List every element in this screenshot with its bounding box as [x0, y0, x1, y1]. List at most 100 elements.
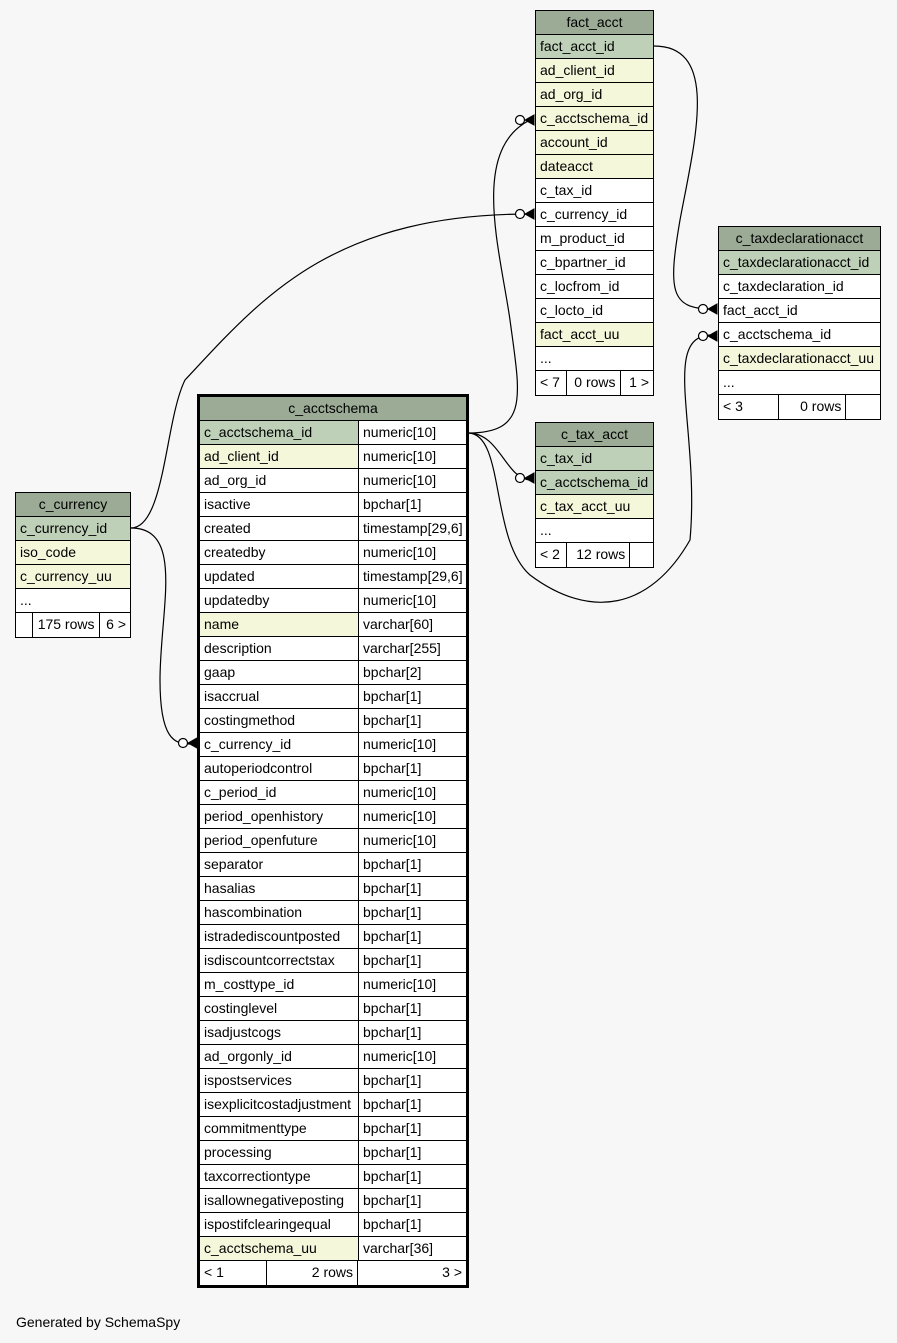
column-row[interactable]: m_product_id — [536, 227, 653, 251]
column-row[interactable]: c_locfrom_id — [536, 275, 653, 299]
parents-count[interactable] — [16, 613, 33, 637]
column-row[interactable]: c_taxdeclarationacct_id — [719, 251, 880, 275]
column-row[interactable]: c_acctschema_id — [719, 323, 880, 347]
column-row[interactable]: ad_org_id — [536, 83, 653, 107]
column-type: bpchar[1] — [358, 877, 466, 900]
column-name: separator — [200, 853, 358, 876]
children-count[interactable]: 1 > — [629, 374, 649, 390]
column-row[interactable]: account_id — [536, 131, 653, 155]
column-row[interactable]: fact_acct_id — [536, 35, 653, 59]
column-name: isexplicitcostadjustment — [200, 1093, 358, 1116]
column-name: c_acctschema_id — [540, 110, 649, 126]
table-title: c_currency — [16, 493, 130, 517]
column-row[interactable]: fact_acct_id — [719, 299, 880, 323]
parents-count[interactable]: < 1 — [200, 1261, 267, 1285]
children-count[interactable] — [630, 543, 653, 567]
column-row[interactable]: c_currency_id — [16, 517, 130, 541]
column-name: isallownegativeposting — [200, 1189, 358, 1212]
children-count[interactable]: 6 > — [106, 616, 127, 632]
column-row[interactable]: ... — [719, 371, 880, 395]
column-name: c_taxdeclarationacct_id — [723, 254, 870, 270]
column-type: timestamp[29,6] — [358, 517, 466, 540]
column-name: hasalias — [200, 877, 358, 900]
column-row[interactable]: c_currency_uu — [16, 565, 130, 589]
column-row[interactable]: c_taxdeclarationacct_uu — [719, 347, 880, 371]
column-row[interactable]: c_bpartner_id — [536, 251, 653, 275]
column-row[interactable]: c_tax_id — [536, 179, 653, 203]
column-row[interactable]: iso_code — [16, 541, 130, 565]
column-name: c_currency_id — [540, 206, 628, 222]
column-type: bpchar[1] — [358, 997, 466, 1020]
column-row[interactable]: c_tax_id — [536, 447, 653, 471]
children-count[interactable] — [846, 395, 880, 419]
column-row[interactable]: fact_acct_uu — [536, 323, 653, 347]
column-name: ad_org_id — [540, 86, 603, 102]
column-row[interactable]: c_currency_id — [536, 203, 653, 227]
table-title: c_tax_acct — [536, 423, 653, 447]
column-name: c_tax_id — [540, 182, 593, 198]
parents-count[interactable]: < 7 — [536, 371, 568, 395]
column-row[interactable]: c_locto_id — [536, 299, 653, 323]
parents-count[interactable]: < 2 — [536, 543, 568, 567]
column-row[interactable]: c_taxdeclaration_id — [719, 275, 880, 299]
parents-count[interactable]: < 3 — [719, 395, 780, 419]
column-name: ad_client_id — [200, 445, 358, 468]
column-name: isactive — [200, 493, 358, 516]
row-count: 0 rows — [779, 395, 847, 419]
column-name: updatedby — [200, 589, 358, 612]
column-row[interactable]: ... — [536, 519, 653, 543]
column-row[interactable]: c_acctschema_id — [536, 471, 653, 495]
many-marker — [523, 472, 535, 484]
column-row[interactable]: dateacct — [536, 155, 653, 179]
column-row[interactable]: ... — [16, 589, 130, 613]
column-row[interactable]: ... — [536, 347, 653, 371]
generated-by-label: Generated by SchemaSpy — [16, 1314, 181, 1330]
column-row[interactable]: c_acctschema_id — [536, 107, 653, 131]
column-row[interactable]: ad_client_id — [536, 59, 653, 83]
many-marker — [706, 330, 718, 342]
column-row[interactable]: c_tax_acct_uu — [536, 495, 653, 519]
children-count[interactable]: 3 > — [442, 1264, 462, 1280]
